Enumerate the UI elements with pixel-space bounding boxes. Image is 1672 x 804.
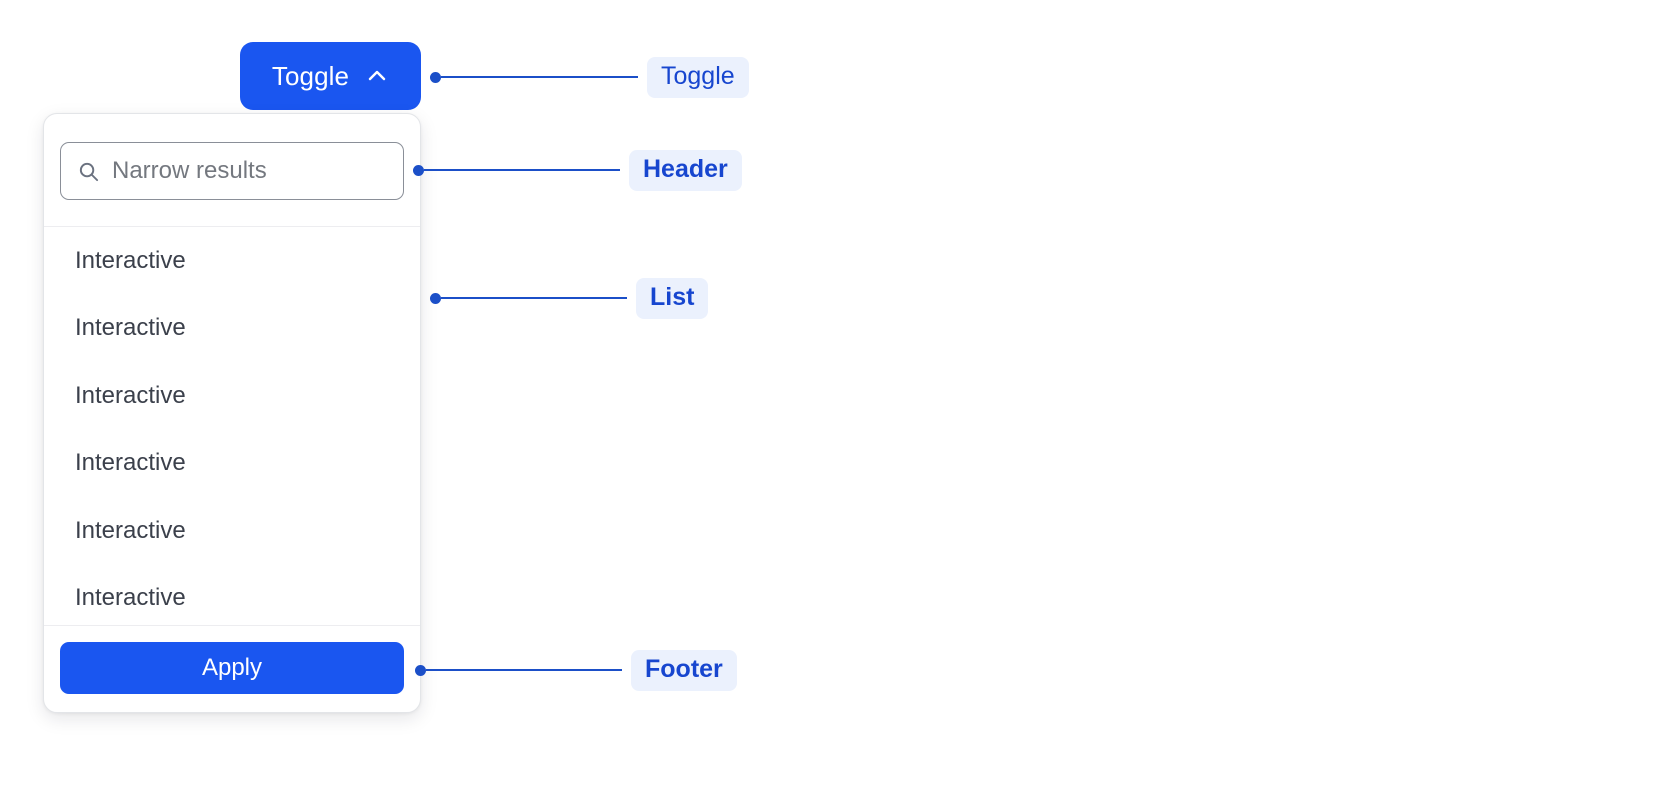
search-field[interactable] <box>60 142 404 200</box>
annotation-label: Toggle <box>647 56 749 98</box>
annotation-line <box>441 76 638 78</box>
annotation-label: Footer <box>631 649 737 691</box>
panel-footer: Apply <box>44 625 420 712</box>
annotation-line <box>441 297 627 299</box>
annotation-dot <box>430 71 441 83</box>
annotation-line <box>424 169 620 171</box>
panel-list: Interactive Interactive Interactive Inte… <box>44 227 420 625</box>
list-item[interactable]: Interactive <box>75 449 186 477</box>
apply-button[interactable]: Apply <box>60 642 404 694</box>
caret-up-icon <box>365 64 389 88</box>
annotation-dot <box>413 164 424 176</box>
annotation-label: Header <box>629 149 742 191</box>
list-item[interactable]: Interactive <box>75 516 186 544</box>
toggle-button[interactable]: Toggle <box>240 42 421 110</box>
list-item[interactable]: Interactive <box>75 584 186 612</box>
annotation-dot <box>415 664 426 676</box>
list-item[interactable]: Interactive <box>75 381 186 409</box>
toggle-button-label: Toggle <box>271 61 350 91</box>
annotation-line <box>426 669 622 671</box>
annotation-label: List <box>636 277 709 319</box>
annotation-dot <box>430 292 441 304</box>
panel-header <box>44 114 420 227</box>
list-item[interactable]: Interactive <box>75 314 186 342</box>
dropdown-panel: Interactive Interactive Interactive Inte… <box>43 113 421 713</box>
search-icon <box>77 160 100 183</box>
list-item[interactable]: Interactive <box>75 246 186 274</box>
search-input[interactable] <box>112 157 387 185</box>
